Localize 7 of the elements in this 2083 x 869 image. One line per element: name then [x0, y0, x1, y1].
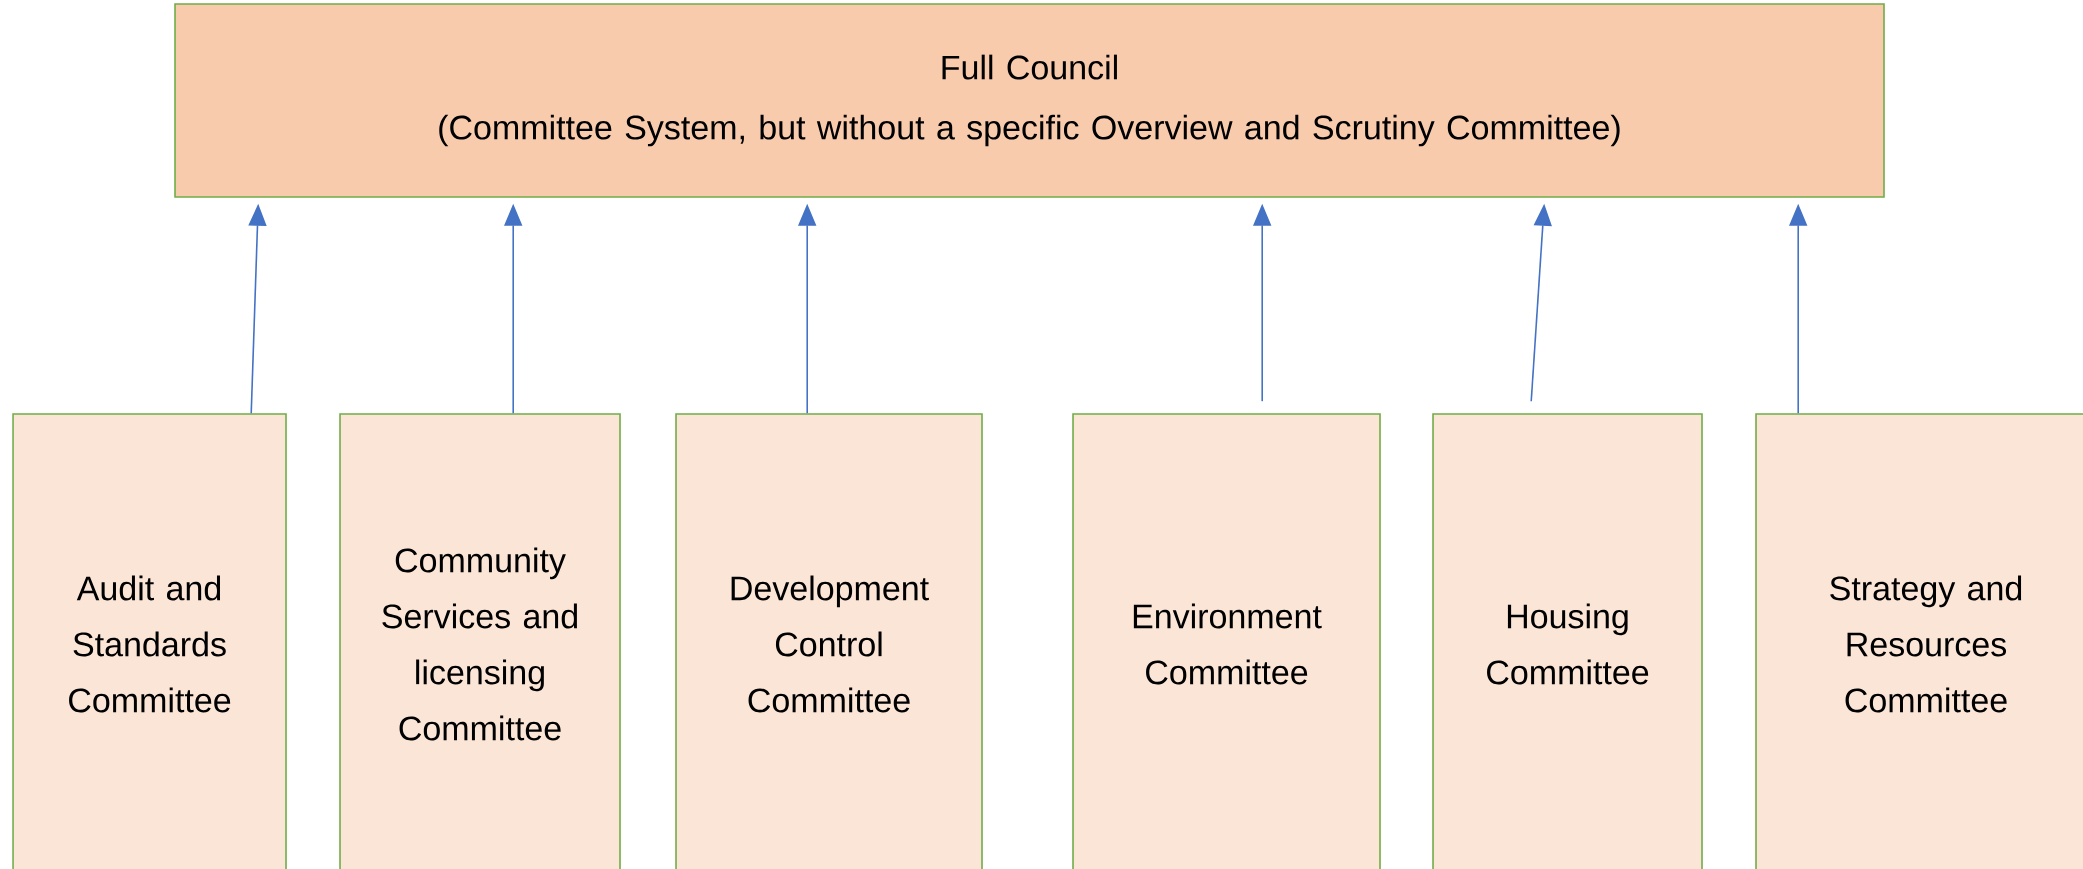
committee-box: Environment Committee	[1072, 413, 1381, 869]
committee-box: Strategy and Resources Committee	[1755, 413, 2083, 869]
committee-box: Community Services and licensing Committee	[339, 413, 621, 869]
committee-box: Full Council (Committee System, but without a specific Overview and Scrutiny Committee)	[174, 3, 1885, 198]
committee-box: Audit and Standards Committee	[12, 413, 287, 869]
committee-box: Housing Committee	[1432, 413, 1703, 869]
committee-box: Development Control Committee	[675, 413, 983, 869]
